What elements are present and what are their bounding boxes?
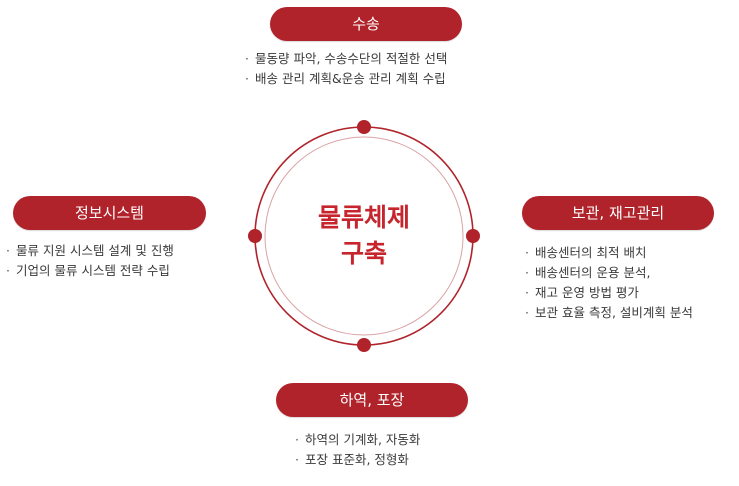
list-item: 배송 관리 계획&운송 관리 계획 수립 xyxy=(245,69,447,89)
center-title-line1: 물류체제 xyxy=(317,203,410,232)
ring-dot-top xyxy=(357,120,371,134)
ring-dot-bottom xyxy=(357,338,371,352)
node-label-information-system: 정보시스템 xyxy=(13,196,206,230)
list-item: 기업의 물류 시스템 전략 수립 xyxy=(6,261,174,281)
list-item: 재고 운영 방법 평가 xyxy=(525,283,693,303)
list-item: 배송센터의 운용 분석, xyxy=(525,263,693,283)
inner-ring xyxy=(264,136,464,336)
center-title-line2: 구축 xyxy=(340,239,387,268)
list-item: 배송센터의 최적 배치 xyxy=(525,243,693,263)
center-title: 물류체제 구축 xyxy=(289,200,439,272)
list-item: 보관 효율 측정, 설비계획 분석 xyxy=(525,303,693,323)
node-items-transport: 물동량 파악, 수송수단의 적절한 선택 배송 관리 계획&운송 관리 계획 수… xyxy=(245,49,447,89)
list-item: 포장 표준화, 정형화 xyxy=(295,450,420,470)
node-label-transport: 수송 xyxy=(270,7,462,41)
node-items-handling-packaging: 하역의 기계화, 자동화 포장 표준화, 정형화 xyxy=(295,430,420,470)
list-item: 물류 지원 시스템 설계 및 진행 xyxy=(6,241,174,261)
list-item: 하역의 기계화, 자동화 xyxy=(295,430,420,450)
node-label-storage-inventory: 보관, 재고관리 xyxy=(522,196,714,230)
node-label-handling-packaging: 하역, 포장 xyxy=(276,383,468,417)
node-items-storage-inventory: 배송센터의 최적 배치 배송센터의 운용 분석, 재고 운영 방법 평가 보관 … xyxy=(525,243,693,323)
ring-dot-right xyxy=(466,229,480,243)
ring-dot-left xyxy=(248,229,262,243)
list-item: 물동량 파악, 수송수단의 적절한 선택 xyxy=(245,49,447,69)
node-items-information-system: 물류 지원 시스템 설계 및 진행 기업의 물류 시스템 전략 수립 xyxy=(6,241,174,281)
